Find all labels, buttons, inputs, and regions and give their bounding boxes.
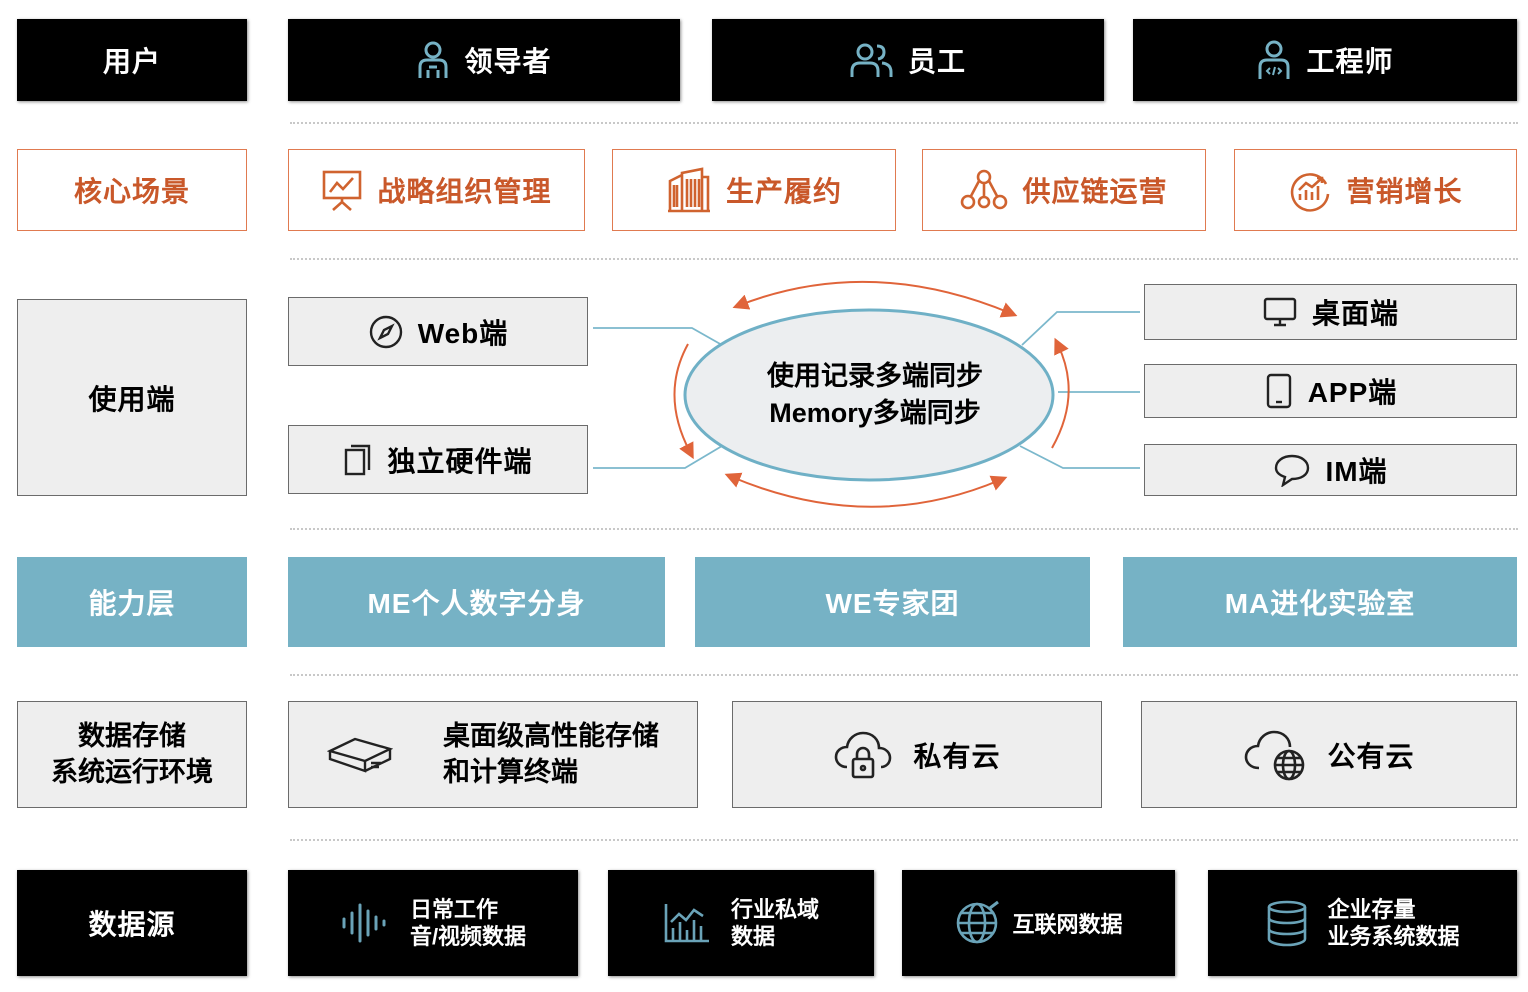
audio-wave-icon bbox=[340, 901, 390, 945]
datasource-audio-video-line1: 日常工作 bbox=[409, 896, 498, 922]
datasource-industry[interactable]: 行业私域 数据 bbox=[608, 870, 874, 976]
row-label-storage-line2: 系统运行环境 bbox=[51, 756, 213, 787]
storage-public-cloud[interactable]: 公有云 bbox=[1141, 701, 1517, 808]
datasource-internet-label: 互联网数据 bbox=[1012, 912, 1123, 937]
capability-me-label: ME个人数字分身 bbox=[367, 588, 586, 619]
row-label-storage-line1: 数据存储 bbox=[78, 721, 186, 752]
row-label-users-text: 用户 bbox=[102, 46, 161, 77]
storage-desktop[interactable]: 桌面级高性能存储 和计算终端 bbox=[288, 701, 698, 808]
database-icon bbox=[1265, 899, 1309, 947]
row-label-users: 用户 bbox=[17, 19, 247, 101]
separator bbox=[290, 674, 1518, 676]
server-box-icon bbox=[327, 733, 393, 777]
client-desktop-label: 桌面端 bbox=[1311, 298, 1399, 329]
capability-ma-label: MA进化实验室 bbox=[1224, 588, 1416, 619]
storage-private-cloud[interactable]: 私有云 bbox=[732, 701, 1102, 808]
row-label-scenarios-text: 核心场景 bbox=[73, 176, 190, 207]
device-icon bbox=[343, 443, 373, 477]
client-app-label: APP端 bbox=[1307, 377, 1398, 408]
engineer-icon bbox=[1256, 39, 1292, 81]
storage-desktop-line2: 和计算终端 bbox=[443, 756, 578, 787]
storage-public-cloud-label: 公有云 bbox=[1327, 740, 1415, 772]
client-im[interactable]: IM端 bbox=[1144, 444, 1517, 496]
scenario-strategy-label: 战略组织管理 bbox=[377, 176, 552, 207]
scenario-supply-chain-label: 供应链运营 bbox=[1022, 176, 1168, 207]
cloud-globe-icon bbox=[1243, 728, 1307, 782]
client-hardware[interactable]: 独立硬件端 bbox=[288, 425, 588, 494]
row-label-scenarios: 核心场景 bbox=[17, 149, 247, 231]
user-leader[interactable]: 领导者 bbox=[288, 19, 680, 101]
bar-chart-icon bbox=[663, 902, 711, 944]
datasource-enterprise[interactable]: 企业存量 业务系统数据 bbox=[1208, 870, 1517, 976]
row-label-capability: 能力层 bbox=[17, 557, 247, 647]
datasource-internet[interactable]: 互联网数据 bbox=[902, 870, 1175, 976]
presentation-chart-icon bbox=[321, 168, 363, 212]
datasource-industry-line1: 行业私域 bbox=[730, 896, 819, 922]
person-icon bbox=[416, 40, 450, 80]
row-label-clients: 使用端 bbox=[17, 299, 247, 496]
row-label-datasource: 数据源 bbox=[17, 870, 247, 976]
sync-arrows bbox=[673, 280, 1070, 508]
user-engineer[interactable]: 工程师 bbox=[1133, 19, 1517, 101]
user-employee-label: 员工 bbox=[907, 46, 966, 77]
client-hardware-label: 独立硬件端 bbox=[387, 445, 533, 477]
globe-icon bbox=[954, 900, 1000, 946]
user-leader-label: 领导者 bbox=[464, 46, 552, 77]
user-engineer-label: 工程师 bbox=[1306, 46, 1394, 77]
client-app[interactable]: APP端 bbox=[1144, 364, 1517, 418]
client-desktop[interactable]: 桌面端 bbox=[1144, 284, 1517, 340]
scenario-marketing[interactable]: 营销增长 bbox=[1234, 149, 1517, 231]
network-nodes-icon bbox=[960, 168, 1008, 212]
datasource-enterprise-line1: 企业存量 bbox=[1327, 896, 1416, 922]
storage-private-cloud-label: 私有云 bbox=[913, 740, 1001, 772]
capability-me[interactable]: ME个人数字分身 bbox=[288, 557, 665, 647]
separator bbox=[290, 122, 1518, 124]
row-label-capability-text: 能力层 bbox=[88, 588, 176, 619]
separator bbox=[290, 528, 1518, 530]
capability-we-label: WE专家团 bbox=[825, 588, 960, 619]
client-web-label: Web端 bbox=[417, 317, 509, 349]
connector-lines bbox=[593, 311, 1140, 469]
capability-ma[interactable]: MA进化实验室 bbox=[1123, 557, 1517, 647]
datasource-audio-video-line2: 音/视频数据 bbox=[409, 924, 527, 949]
datasource-enterprise-line2: 业务系统数据 bbox=[1327, 924, 1460, 949]
monitor-icon bbox=[1262, 296, 1298, 328]
datasource-audio-video[interactable]: 日常工作 音/视频数据 bbox=[288, 870, 578, 976]
scenario-marketing-label: 营销增长 bbox=[1346, 176, 1463, 207]
sync-center-text: 使用记录多端同步 Memory多端同步 bbox=[720, 358, 1030, 433]
scenario-strategy[interactable]: 战略组织管理 bbox=[288, 149, 585, 231]
user-employee[interactable]: 员工 bbox=[712, 19, 1104, 101]
sync-line-2: Memory多端同步 bbox=[769, 398, 981, 429]
scenario-production[interactable]: 生产履约 bbox=[612, 149, 896, 231]
people-icon bbox=[850, 41, 894, 79]
capability-we[interactable]: WE专家团 bbox=[695, 557, 1090, 647]
separator bbox=[290, 839, 1518, 841]
row-label-datasource-text: 数据源 bbox=[88, 909, 176, 940]
scenario-production-label: 生产履约 bbox=[725, 176, 842, 207]
row-label-clients-text: 使用端 bbox=[88, 383, 176, 415]
datasource-industry-line2: 数据 bbox=[730, 924, 775, 949]
sync-line-1: 使用记录多端同步 bbox=[767, 361, 983, 391]
client-web[interactable]: Web端 bbox=[288, 297, 588, 366]
compass-icon bbox=[368, 314, 404, 350]
storage-desktop-line1: 桌面级高性能存储 bbox=[443, 721, 659, 752]
scenario-supply-chain[interactable]: 供应链运营 bbox=[922, 149, 1206, 231]
phone-icon bbox=[1264, 373, 1294, 409]
chat-icon bbox=[1273, 453, 1311, 487]
separator bbox=[290, 258, 1518, 260]
factory-icon bbox=[666, 167, 712, 213]
growth-chart-icon bbox=[1288, 168, 1332, 212]
row-label-storage: 数据存储 系统运行环境 bbox=[17, 701, 247, 808]
cloud-lock-icon bbox=[833, 729, 893, 781]
client-im-label: IM端 bbox=[1325, 456, 1388, 487]
